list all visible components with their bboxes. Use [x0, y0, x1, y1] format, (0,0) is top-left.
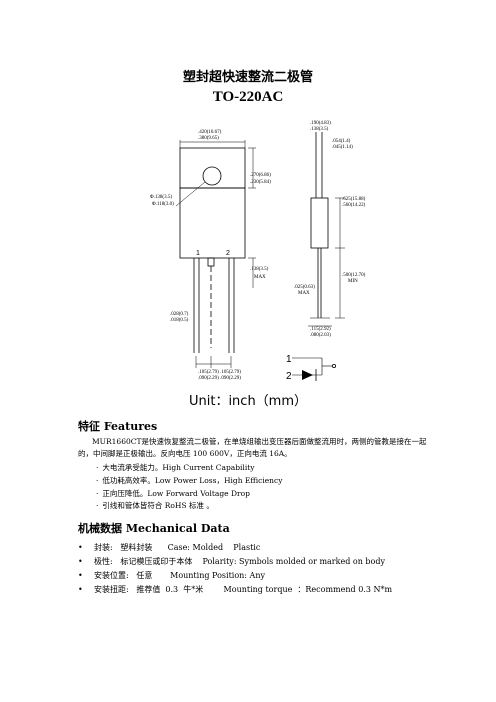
- mechanical-heading: 机械数据 Mechanical Data: [78, 522, 230, 535]
- mechanical-item: •极性: 标记模压或印于本体 Polarity: Symbols molded …: [78, 557, 385, 566]
- dim-width-max: .420(10.67): [198, 130, 222, 135]
- dim-width-min: .380(9.65): [198, 136, 219, 141]
- features-description: MUR1660CT是快速恢复整流二极管，在单烧组输出变压器后面做整流用时，两侧的…: [78, 437, 427, 458]
- schematic-pin-1: 1: [286, 354, 292, 365]
- schematic-pin-2: 2: [286, 371, 292, 382]
- dim-hole-min: Φ.118(3.0): [152, 202, 174, 207]
- side-dim-top-b: .138(3.5): [310, 127, 329, 132]
- dim-leadwidth-min: .018(0.5): [170, 318, 189, 323]
- side-dim-lt-a: .025(0.63): [294, 285, 315, 290]
- dim-leadwidth-max: .028(0.7): [170, 312, 189, 317]
- side-dim-bot-a: .115(2.92): [310, 327, 331, 332]
- mounting-hole: [202, 166, 222, 186]
- mechanical-list: •封装: 塑料封装 Case: Molded Plastic •极性: 标记模压…: [78, 541, 392, 597]
- unit-label: Unit：inch（mm）: [188, 394, 308, 409]
- dim-lead-unit: MAX: [254, 275, 266, 280]
- features-heading: 特征 Features: [78, 420, 158, 433]
- page-title: 塑封超快速整流二极管: [182, 70, 313, 85]
- side-body: [310, 197, 329, 249]
- mechanical-item: •安装位置: 任意 Mounting Position: Any: [78, 571, 265, 580]
- feature-item: 正向压降低。Low Forward Voltage Drop: [96, 488, 282, 501]
- dim-tab-max: .270(6.86): [250, 173, 271, 178]
- mechanical-item: •封装: 塑料封装 Case: Molded Plastic: [78, 543, 261, 552]
- feature-item: 大电流承受能力。High Current Capability: [96, 462, 282, 475]
- side-dim-bot-b: .080(2.03): [310, 333, 331, 338]
- dim-pitch-min: .090(2.29) .090(2.29): [198, 376, 241, 381]
- dim-pitch-max: .105(2.79) .105(2.79): [198, 370, 241, 375]
- pin-label-1: 1: [196, 250, 200, 257]
- side-dim-body-b: .560(14.22): [342, 203, 366, 208]
- mechanical-item: •安装扭距: 推荐值 0.3 牛*米 Mounting torque ：Reco…: [78, 585, 393, 594]
- center-notch: [207, 257, 215, 267]
- feature-item: 低功耗高效率。Low Power Loss，High Efficiency: [96, 475, 282, 488]
- side-dim-body-a: .625(15.88): [342, 197, 366, 202]
- tab-outline: [179, 147, 246, 189]
- package-drawing: 1 2 1 2 .420(10.67) .380(9.65) Φ.138(3.5…: [150, 121, 366, 382]
- body-outline: [179, 187, 246, 259]
- pin-label-2: 2: [226, 250, 230, 257]
- feature-item: 引线和管体皆符合 RoHS 标准 。: [96, 500, 282, 513]
- dim-tab-min: .230(5.84): [250, 180, 271, 185]
- side-dim-top-a: .190(4.83): [310, 121, 331, 126]
- package-title: TO-220AC: [212, 89, 284, 105]
- dim-lead-max: .138(3.5): [250, 267, 269, 272]
- side-dim-tab-b: .045(1.14): [332, 145, 353, 150]
- dim-hole-max: Φ.138(3.5): [150, 195, 172, 200]
- side-dim-lead-a: .500(12.70): [342, 273, 366, 278]
- diode-triangle: [302, 370, 313, 380]
- side-dim-lt-b: MAX: [298, 291, 310, 296]
- features-list: 大电流承受能力。High Current Capability 低功耗高效率。L…: [96, 462, 282, 513]
- side-dim-tab-a: .054(1.4): [332, 139, 351, 144]
- side-dim-lead-b: MIN: [348, 279, 358, 284]
